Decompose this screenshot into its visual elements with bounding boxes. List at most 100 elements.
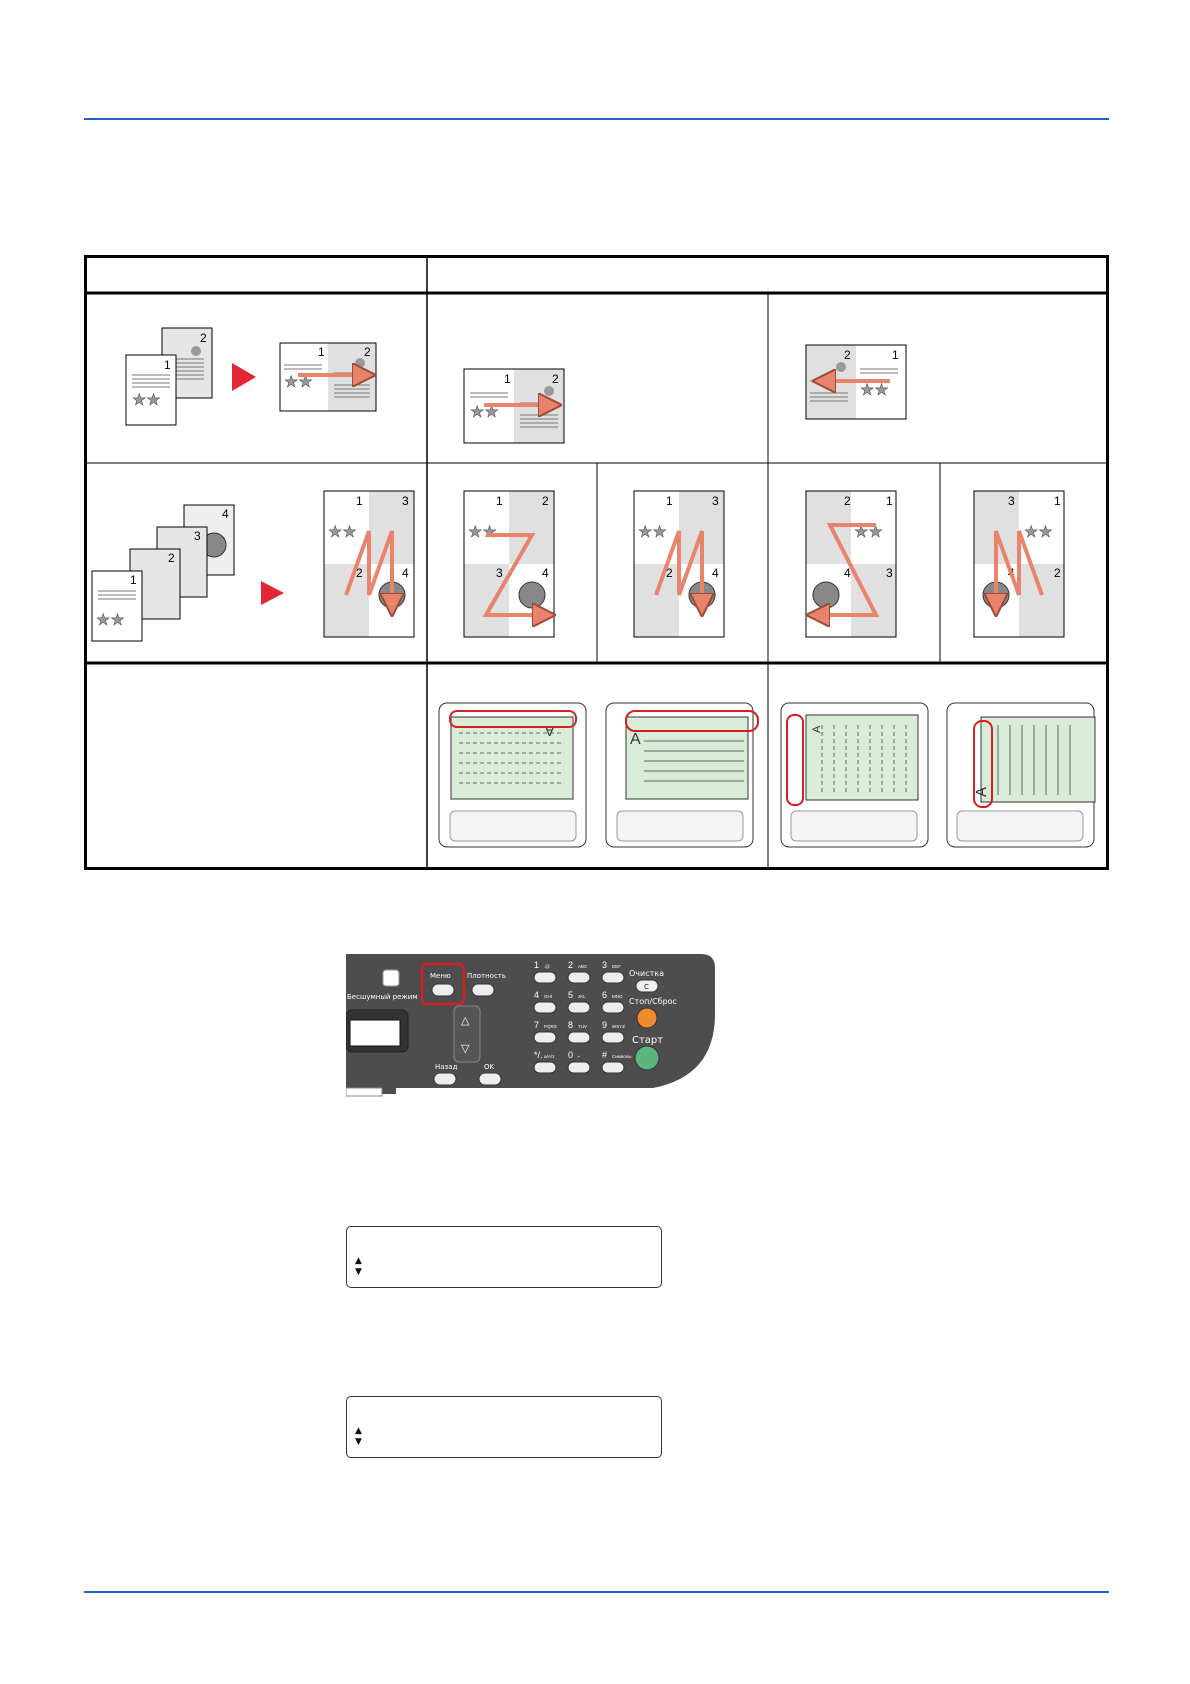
scroll-arrows-icon: ▲▼ [355,1426,362,1447]
svg-text:OK: OK [484,1063,495,1071]
keypad-button[interactable] [533,1001,557,1014]
menu-button[interactable] [431,983,455,997]
keypad-button[interactable] [567,1061,591,1074]
key-letters: JKL [578,994,586,999]
svg-text:1: 1 [886,494,893,508]
svg-text:Старт: Старт [632,1035,663,1046]
back-button[interactable] [433,1072,457,1086]
svg-text:Меню: Меню [430,972,451,980]
svg-text:2: 2 [844,494,851,508]
key-label: 1 [534,960,539,970]
svg-text:3: 3 [194,529,201,543]
svg-text:★★: ★★ [860,382,889,399]
keypad-button[interactable] [533,971,557,984]
start-button[interactable] [634,1045,660,1071]
svg-text:Очистка: Очистка [629,969,664,978]
up-arrow-icon[interactable]: △ [461,1015,470,1027]
svg-text:1: 1 [892,348,899,362]
key-letters: WXYZ [612,1024,625,1029]
down-arrow-icon[interactable]: ▽ [461,1043,470,1055]
keypad-button[interactable] [567,1031,591,1044]
svg-text:4: 4 [712,566,719,580]
keypad-button[interactable] [533,1061,557,1074]
key-label: */. [534,1050,543,1060]
quiet-mode-button[interactable] [382,969,400,987]
svg-text:★★: ★★ [328,524,357,541]
svg-text:3: 3 [496,566,503,580]
svg-text:★★: ★★ [854,524,883,541]
svg-text:1: 1 [130,573,137,587]
control-panel: Бесшумный режим Меню Плотность △ ▽ Назад… [346,954,715,1097]
layout-table: 2 1 ★★ 1 2 ★★ 1 2 ★★ [84,255,1109,870]
layout-option-4in1-c: 2 1 4 3 ★★ [805,490,897,638]
svg-text:A: A [973,787,990,797]
svg-text:2: 2 [542,494,549,508]
key-label: 7 [534,1020,539,1030]
svg-text:C: C [644,983,649,991]
scanner-platen-top: A [438,702,587,848]
svg-text:★★: ★★ [470,404,499,421]
svg-text:3: 3 [886,566,893,580]
keypad-button[interactable] [601,1061,625,1074]
svg-text:2: 2 [364,345,371,359]
svg-text:Стоп/Сброс: Стоп/Сброс [629,997,677,1006]
svg-text:3: 3 [1008,494,1015,508]
svg-text:★★: ★★ [132,392,161,409]
keypad-button[interactable] [567,1001,591,1014]
svg-text:Плотность: Плотность [467,972,506,980]
svg-text:1: 1 [666,494,673,508]
key-label: 6 [602,990,607,1000]
key-letters: ABC [578,964,588,969]
svg-text:1: 1 [164,358,171,372]
svg-text:★★: ★★ [284,374,313,391]
svg-text:A: A [630,731,641,748]
key-letters: DEF [612,964,621,969]
density-button[interactable] [471,983,495,997]
key-letters: GHI [544,994,552,999]
footer-rule [84,1591,1109,1593]
result-page-4in1: 1 3 2 4 ★★ [323,490,415,638]
svg-text:★★: ★★ [1024,524,1053,541]
svg-text:4: 4 [222,507,229,521]
scanner-adf-top: A [605,702,759,848]
svg-text:Назад: Назад [435,1063,458,1071]
source-pages-4in1: 4 3 2 1 ★★ [91,504,235,642]
svg-text:3: 3 [402,494,409,508]
keypad-button[interactable] [533,1031,557,1044]
lcd-screen-2: ▲▼ [346,1396,662,1458]
source-pages-2in1: 2 1 ★★ [125,327,213,426]
keypad-button[interactable] [601,1031,625,1044]
stop-reset-button[interactable] [636,1007,658,1029]
scanner-adf-side: A [946,702,1096,848]
svg-text:1: 1 [504,372,511,386]
layout-option-4in1-b: 1 3 2 4 ★★ [633,490,725,638]
key-label: # [602,1050,607,1060]
svg-text:4: 4 [542,566,549,580]
key-label: 3 [602,960,607,970]
svg-text:2: 2 [200,331,207,345]
keypad-button[interactable] [601,1001,625,1014]
display-screen [349,1019,401,1047]
layout-option-2in1-lr: 1 2 ★★ [463,368,565,444]
svg-text:4: 4 [844,566,851,580]
key-letters: PQRS [544,1024,557,1029]
arrow-right-icon [261,581,284,605]
svg-text:★★: ★★ [468,524,497,541]
svg-text:1: 1 [1054,494,1061,508]
lcd-screen-1: ▲▼ [346,1226,662,1288]
ok-button[interactable] [478,1072,502,1086]
key-label: 9 [602,1020,607,1030]
key-letters: TUV [578,1024,587,1029]
key-letters: • [578,1054,580,1059]
svg-text:1: 1 [356,494,363,508]
keypad-button[interactable] [567,971,591,984]
keypad-button[interactable] [601,971,625,984]
header-rule [84,118,1109,120]
svg-text:1: 1 [496,494,503,508]
scroll-arrows-icon: ▲▼ [355,1256,362,1277]
layout-option-2in1-rl: 2 1 ★★ [805,344,907,420]
svg-text:2: 2 [844,348,851,362]
svg-text:2: 2 [666,566,673,580]
clear-button[interactable] [635,979,659,993]
svg-text:3: 3 [712,494,719,508]
